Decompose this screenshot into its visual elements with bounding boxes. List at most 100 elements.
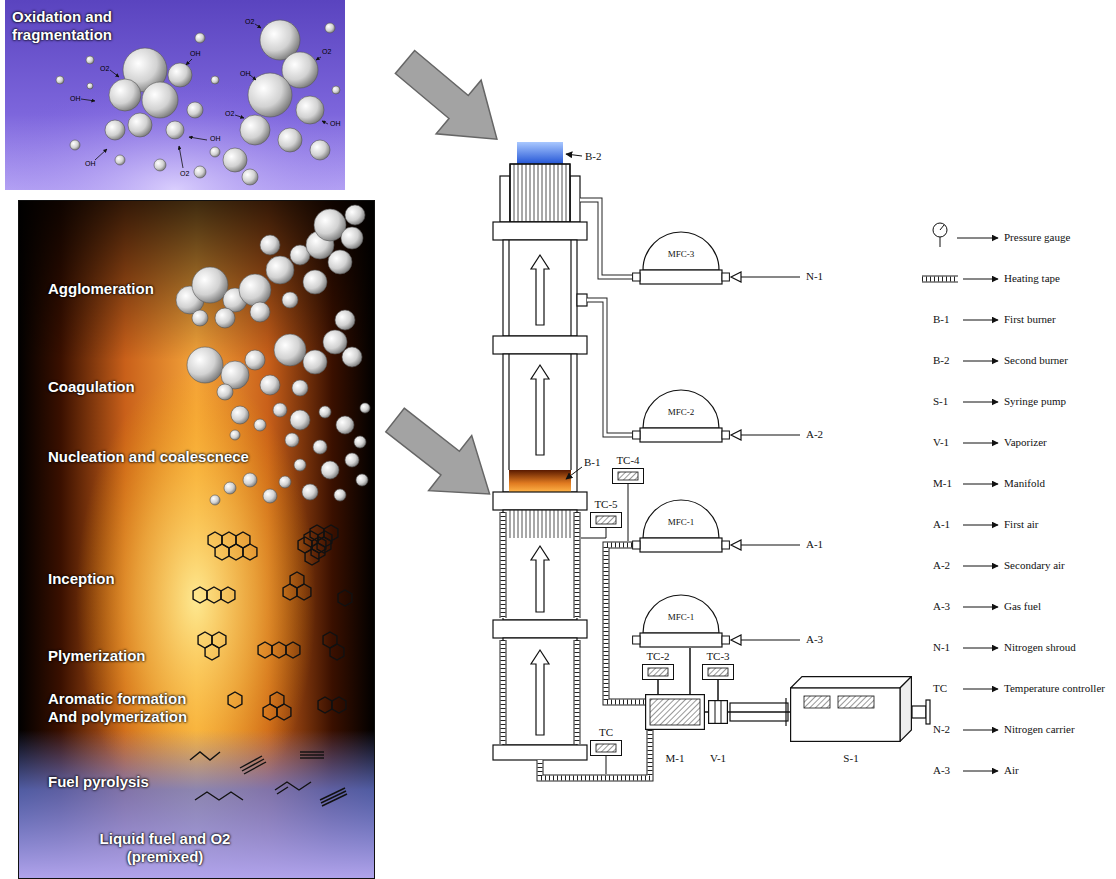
pah-molecules <box>318 697 332 713</box>
radical-label: OH <box>190 50 201 57</box>
inlet-line <box>741 434 800 435</box>
soot-particles <box>360 403 370 413</box>
inlet-line <box>731 635 741 645</box>
legend-arrow <box>963 443 998 444</box>
soot-particles <box>345 453 359 467</box>
legend-arrow <box>963 566 998 567</box>
radical-label: OH <box>330 120 341 127</box>
soot-particles <box>274 334 306 366</box>
heating-tape <box>501 512 506 618</box>
pah-molecules <box>221 587 235 603</box>
mfc-outline <box>640 538 722 552</box>
heating-tape <box>501 512 506 618</box>
heating-tape <box>575 512 580 618</box>
mfc-outline <box>633 541 640 549</box>
burner-column <box>503 354 577 492</box>
inlet-line <box>741 544 800 545</box>
controller-box <box>612 468 644 484</box>
legend-text: Heating tape <box>1004 272 1060 285</box>
burner-column <box>531 546 549 612</box>
radical-label: O2 <box>100 65 109 72</box>
soot-particles <box>105 120 125 140</box>
callout-label: TC <box>933 682 947 695</box>
stage-label: Inception <box>48 570 115 588</box>
heating-tape <box>574 640 581 744</box>
burner-column <box>517 142 563 164</box>
flame-panel: AgglomerationCoagulationNucleation and c… <box>18 200 375 879</box>
radical-arrows <box>189 137 207 140</box>
radical-arrows <box>255 24 261 28</box>
radical-label: OH <box>85 160 96 167</box>
soot-particles <box>230 430 240 440</box>
soot-particles <box>328 250 352 274</box>
mfc-label: MFC-1 <box>632 612 730 623</box>
mfc-outline <box>722 273 729 281</box>
soot-particles <box>56 20 340 185</box>
legend-text: First air <box>1004 518 1039 531</box>
pyrolysis-fragments <box>190 752 347 806</box>
burner-column <box>493 620 587 638</box>
burner-column <box>508 354 509 470</box>
temperature-controller: TC-2 <box>642 664 674 680</box>
heating-tape <box>501 640 506 744</box>
soot-particles <box>290 410 310 430</box>
mfc-outline <box>722 636 729 644</box>
legend-arrow <box>963 525 998 526</box>
callout-label: A-3 <box>933 764 950 777</box>
burner-column <box>531 255 549 325</box>
soot-particles <box>266 256 294 284</box>
sensor-wire <box>581 528 606 538</box>
callout-label: N-1 <box>806 270 823 283</box>
legend-text: Temperature controller <box>1004 682 1105 695</box>
legend-text: Nitrogen carrier <box>1004 723 1075 736</box>
pyrolysis-fragments <box>275 782 311 790</box>
soot-particles <box>239 274 271 306</box>
inlet-line <box>741 639 800 640</box>
zoom-arrow <box>373 392 511 521</box>
heating-tape <box>500 512 507 618</box>
vaporizer-body <box>715 701 716 723</box>
controller-box <box>643 665 674 680</box>
callout-label: A-3 <box>806 633 823 646</box>
legend-symbols <box>940 237 941 247</box>
legend-arrow <box>963 361 998 362</box>
stage-label: Plymerization <box>48 647 146 665</box>
soot-particles <box>56 76 64 84</box>
callout-label: N-1 <box>933 641 950 654</box>
controller-box <box>596 516 616 524</box>
pyrolysis-fragments <box>300 754 324 755</box>
temperature-controller: TC <box>590 740 622 756</box>
stage-label: Aromatic formation And polymerization <box>48 690 208 726</box>
burner-column <box>503 240 577 336</box>
soot-particles <box>166 121 184 139</box>
gas-pipe <box>580 200 632 277</box>
syringe-pump: S-1 <box>790 676 912 742</box>
soot-particles <box>243 473 257 487</box>
soot-particles <box>70 140 80 150</box>
legend-text: First burner <box>1004 313 1056 326</box>
burner-column <box>503 638 577 745</box>
burner-column <box>493 222 587 240</box>
radical-arrows <box>235 115 244 118</box>
legend-text: Gas fuel <box>1004 600 1041 613</box>
stage-label: Agglomeration <box>48 280 154 298</box>
mass-flow-controller: MFC-1 <box>632 498 730 553</box>
stage-label: Liquid fuel and O2 (premixed) <box>80 830 250 866</box>
controller-box <box>613 469 644 484</box>
pah-molecules <box>332 697 346 713</box>
mass-flow-controller: MFC-3 <box>632 230 730 285</box>
legend-arrow <box>963 607 998 608</box>
burner-column <box>531 650 549 735</box>
legend-symbols <box>922 277 958 282</box>
radical-arrows <box>186 59 192 65</box>
pah-molecules <box>286 642 300 658</box>
callout-label: A-1 <box>806 538 823 551</box>
burner-column <box>510 164 570 222</box>
soot-particles <box>310 140 330 160</box>
pah-molecules <box>258 642 272 658</box>
burner-column <box>510 164 570 222</box>
soot-particles <box>231 406 249 424</box>
controller-label: TC <box>599 726 613 739</box>
legend-symbols <box>922 276 958 283</box>
